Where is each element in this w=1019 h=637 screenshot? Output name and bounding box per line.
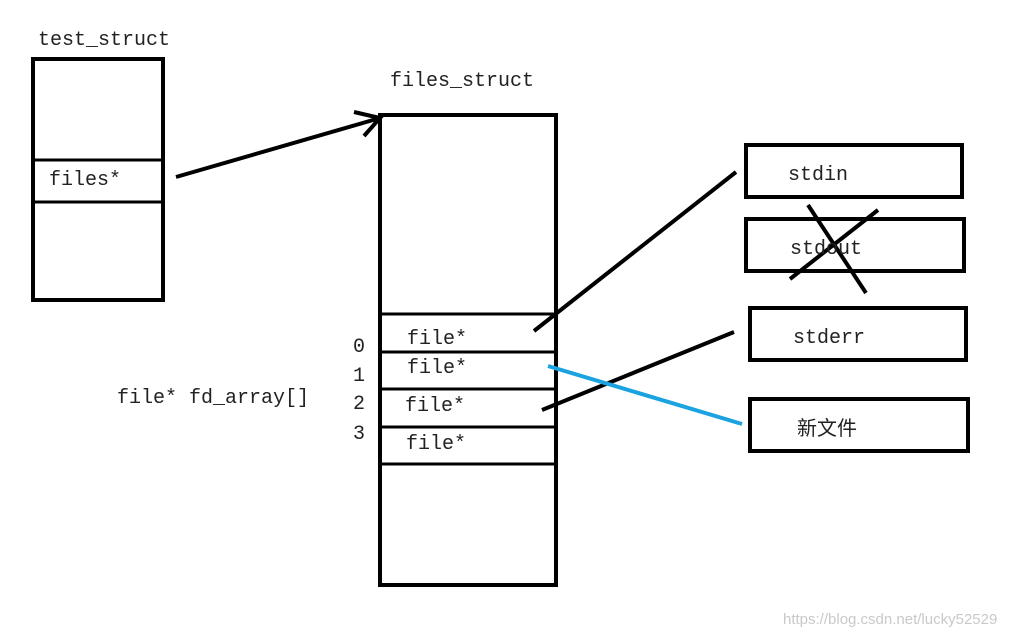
new-file-label: 新文件 (797, 416, 857, 440)
fd-slot-3-label: file* (406, 433, 467, 456)
fd-array-label: file* fd_array[] (117, 387, 310, 410)
fd-index-3: 3 (353, 423, 366, 446)
fd1-to-new-file-line (547, 364, 743, 426)
watermark-text: https://blog.csdn.net/lucky52529 (783, 611, 998, 628)
fd-slot-0-label: file* (407, 328, 468, 351)
stderr-box (748, 306, 968, 362)
fd-index-1: 1 (353, 365, 366, 388)
files-struct-box (378, 113, 558, 587)
stdin-label: stdin (788, 164, 849, 187)
fd2-to-stderr-line (541, 330, 735, 412)
stdout-label: stdout (790, 238, 863, 261)
stderr-label: stderr (793, 327, 866, 350)
fd-slot-2-label: file* (405, 395, 466, 418)
files-struct-title: files_struct (390, 70, 535, 93)
files-ptr-field-label: files* (49, 169, 122, 192)
files-pointer-arrow (175, 116, 381, 179)
test-struct-box (31, 57, 165, 302)
fd-slot-1-label: file* (407, 357, 468, 380)
new-file-box (748, 397, 970, 453)
fd-index-2: 2 (353, 393, 366, 416)
stdout-cross-line-b (788, 208, 880, 281)
test-struct-title: test_struct (38, 29, 171, 52)
fd-index-0: 0 (353, 336, 366, 359)
stdout-cross-line-a (806, 203, 868, 295)
stdout-box (744, 217, 966, 273)
stdin-box (744, 143, 964, 199)
fd0-to-stdin-line (532, 170, 738, 333)
